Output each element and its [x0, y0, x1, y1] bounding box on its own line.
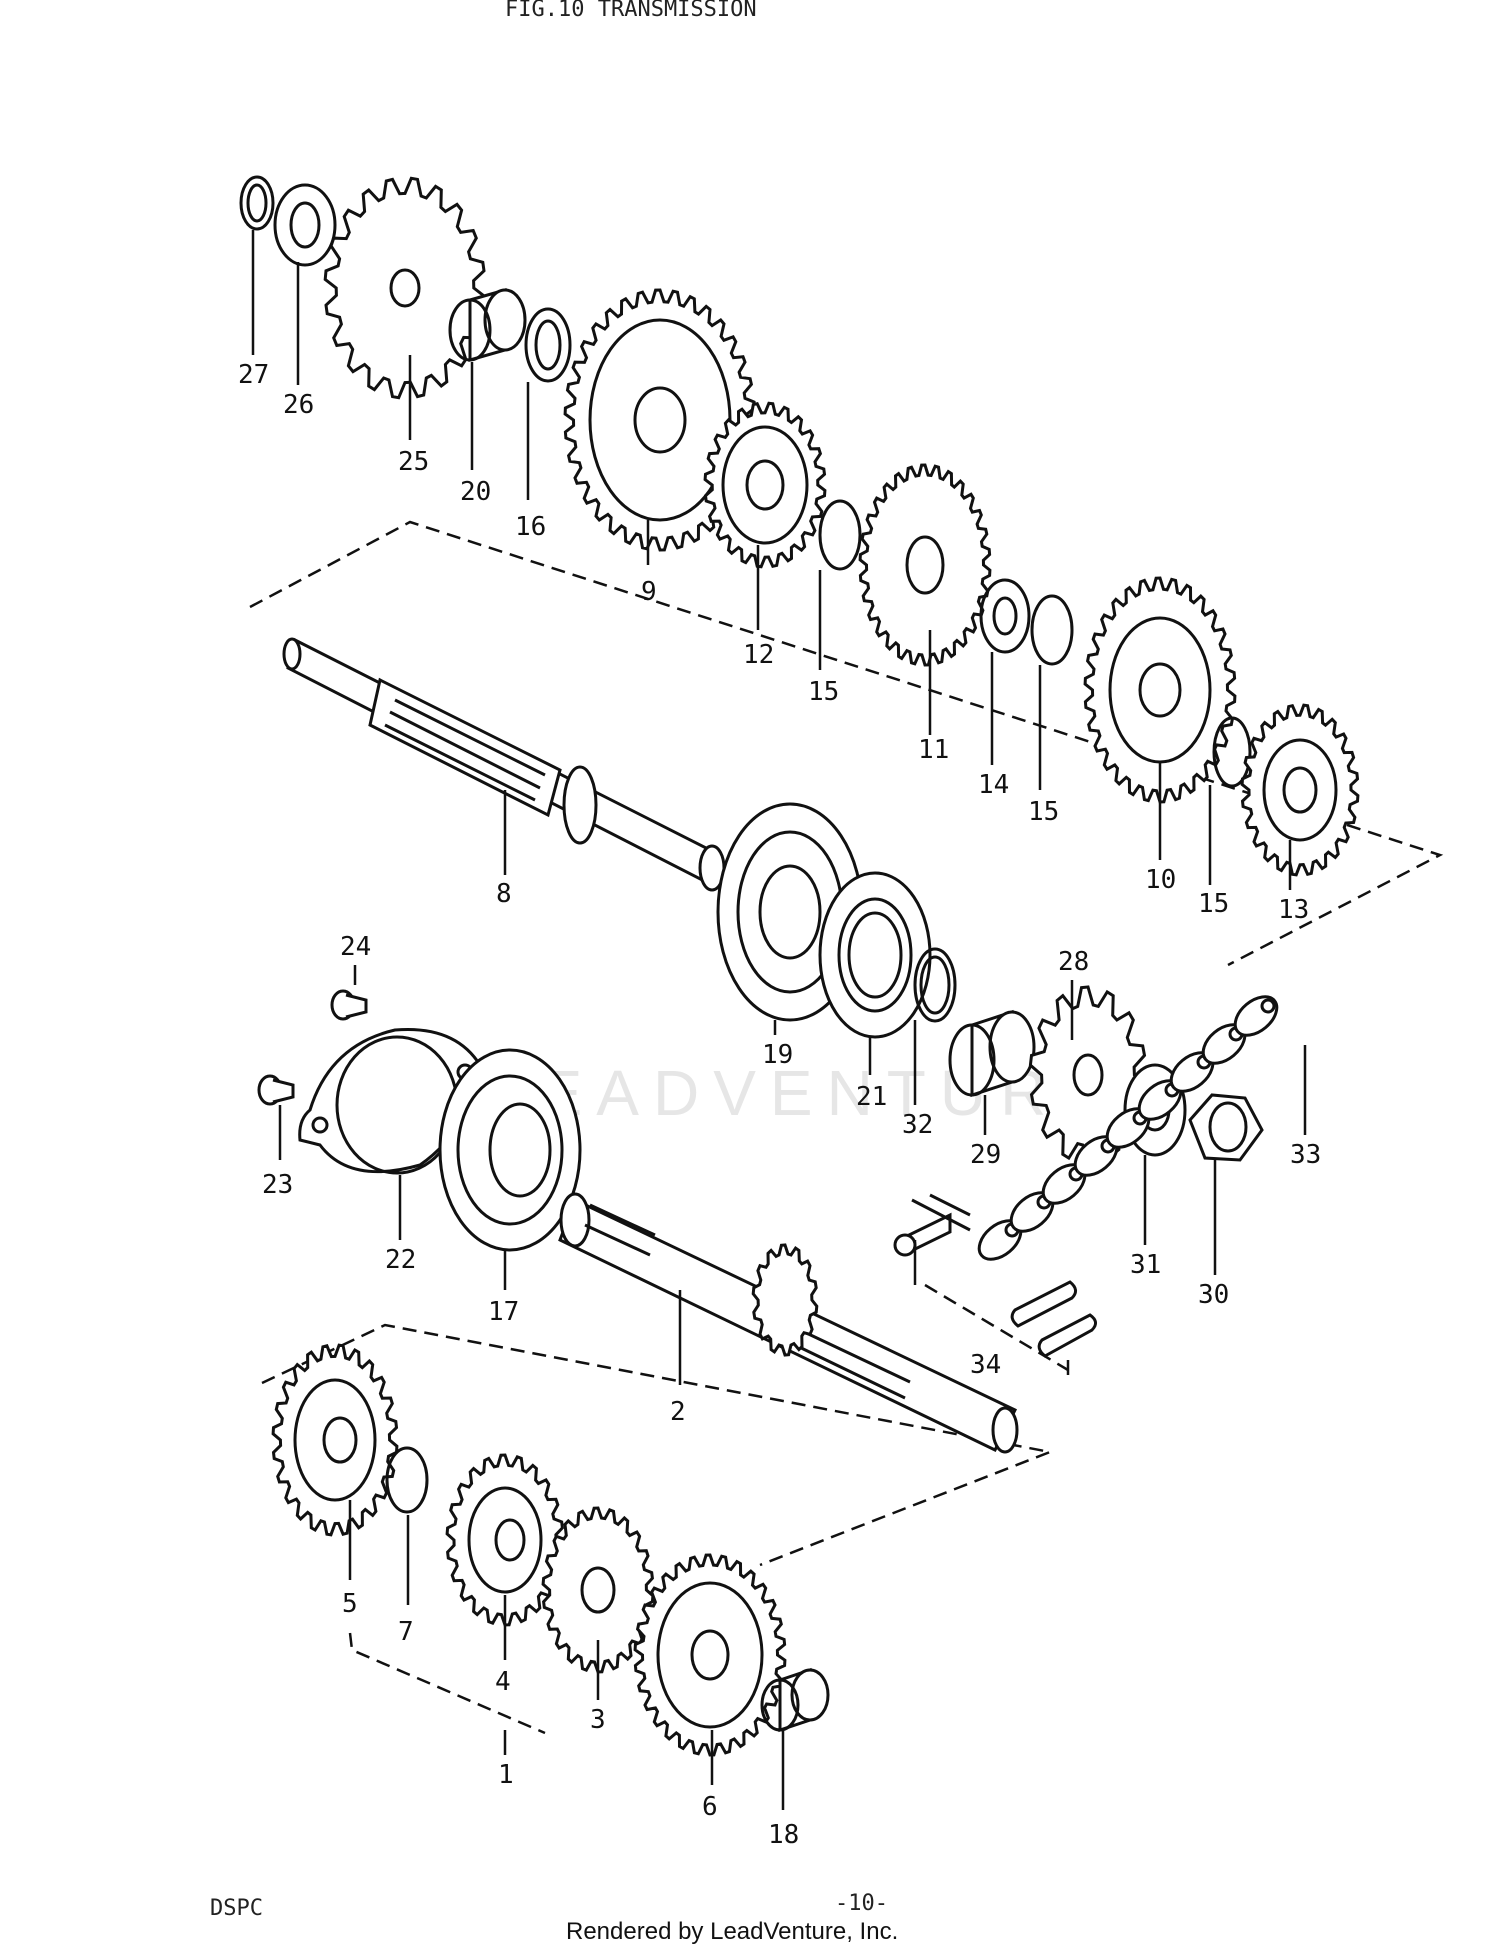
gear-icon: [1240, 703, 1360, 877]
leader-lines: [251, 230, 1307, 1810]
gear-icon: [271, 1343, 399, 1537]
callout-11: 11: [918, 735, 949, 765]
spacer-icon: [948, 1009, 1036, 1098]
circlip-icon: [818, 499, 862, 571]
lock-washer-icon: [979, 578, 1031, 654]
callout-7: 7: [398, 1617, 414, 1647]
circlip-icon: [1212, 716, 1252, 788]
callout-1: 1: [498, 1760, 514, 1790]
countershaft-icon: [558, 1192, 1019, 1454]
callout-8: 8: [496, 879, 512, 909]
footer-code: DSPC: [210, 1896, 263, 1921]
chain-pin: [1260, 998, 1276, 1014]
gear-icon: [858, 463, 992, 667]
bushing-icon: [448, 288, 527, 362]
driveshaft-icon: [282, 637, 726, 892]
callout-9: 9: [641, 577, 657, 607]
oil-seal-icon: [818, 871, 932, 1039]
callout-28: 28: [1058, 947, 1089, 977]
screw-icon: [330, 989, 368, 1021]
nut-icon: [1188, 1093, 1264, 1162]
callout-3: 3: [590, 1705, 606, 1735]
callout-12: 12: [743, 640, 774, 670]
callout-23: 23: [262, 1170, 293, 1200]
callout-labels: 27 26 25 20 16 9 12 15 11 14 15 10 15 13…: [238, 360, 1321, 1850]
chain-icon: [977, 995, 1279, 1261]
rendered-by-credit: Rendered by LeadVenture, Inc.: [566, 1918, 898, 1945]
callout-27: 27: [238, 360, 269, 390]
figure-title: FIG.10 TRANSMISSION: [505, 0, 757, 22]
callout-25: 25: [398, 447, 429, 477]
washer-icon: [273, 183, 337, 267]
callout-30: 30: [1198, 1280, 1229, 1310]
screw-icon: [257, 1074, 295, 1106]
callout-13: 13: [1278, 895, 1309, 925]
callout-5: 5: [342, 1589, 358, 1619]
callout-17: 17: [488, 1297, 519, 1327]
callout-24: 24: [340, 932, 371, 962]
callout-15b: 15: [1028, 797, 1059, 827]
callout-20: 20: [460, 477, 491, 507]
callout-15a: 15: [808, 677, 839, 707]
callout-4: 4: [495, 1667, 511, 1697]
gear-icon: [703, 401, 827, 569]
callout-6: 6: [702, 1792, 718, 1822]
o-ring-icon: [913, 947, 957, 1023]
callout-29: 29: [970, 1140, 1001, 1170]
gear-icon: [633, 1553, 787, 1757]
callout-2: 2: [670, 1397, 686, 1427]
callout-31: 31: [1130, 1250, 1161, 1280]
callout-14: 14: [978, 770, 1009, 800]
gear-icon: [541, 1506, 655, 1674]
bearing-icon: [438, 1048, 582, 1252]
callout-16: 16: [515, 512, 546, 542]
callout-22: 22: [385, 1245, 416, 1275]
sprocket-icon: [323, 176, 487, 400]
callout-10: 10: [1145, 865, 1176, 895]
callout-15c: 15: [1198, 889, 1229, 919]
callout-34: 34: [970, 1350, 1001, 1380]
washer-icon: [524, 307, 572, 383]
circlip-icon: [239, 175, 275, 231]
circlip-icon: [385, 1446, 429, 1514]
callout-21: 21: [856, 1082, 887, 1112]
callout-32: 32: [902, 1110, 933, 1140]
footer-page-number: -10-: [835, 1891, 888, 1916]
callout-18: 18: [768, 1820, 799, 1850]
gear-icon: [445, 1453, 565, 1627]
joint-icon: [893, 1193, 1097, 1358]
bushing-icon: [760, 1667, 830, 1733]
chain-link: [1233, 995, 1279, 1037]
callout-26: 26: [283, 390, 314, 420]
callout-19: 19: [762, 1040, 793, 1070]
circlip-icon: [1030, 594, 1074, 666]
callout-33: 33: [1290, 1140, 1321, 1170]
gear-icon: [563, 288, 757, 552]
